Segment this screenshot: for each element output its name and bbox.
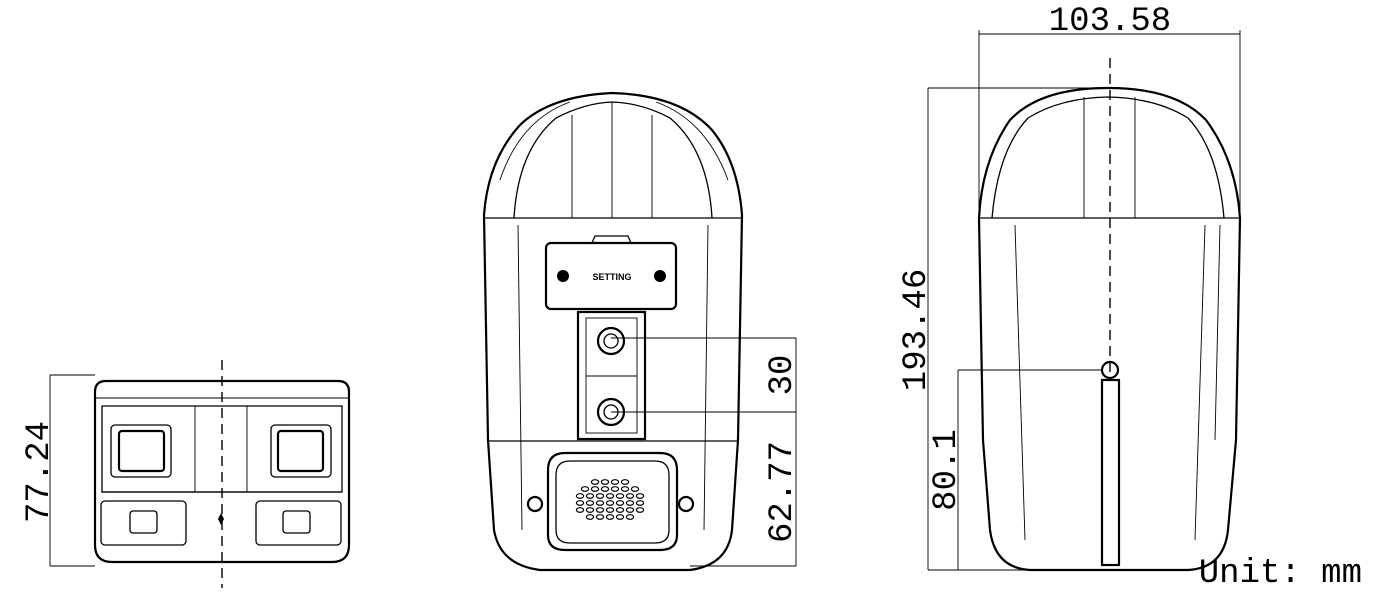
back-side-left (517, 224, 523, 531)
speaker-housing (546, 451, 679, 552)
setting-cover (544, 241, 678, 311)
mount-hole-top (596, 326, 626, 356)
left-light (129, 510, 158, 534)
dim-lower-offset: 62.77 (764, 441, 802, 543)
dim-side-hole-height: 80.1 (928, 429, 966, 511)
speaker-inner (555, 460, 670, 544)
unit-label: Unit: mm (1199, 555, 1362, 593)
setting-label: SETTING (592, 272, 631, 282)
back-hood-arc-right (655, 101, 729, 181)
back-screw-left (526, 495, 544, 513)
left-light-window (100, 500, 187, 546)
side-edge-right (1194, 224, 1206, 541)
back-side-right (703, 224, 709, 531)
side-body-outline (977, 86, 1242, 572)
back-view: SETTING 30 62.77 (482, 91, 802, 572)
dim-height: 193.46 (898, 269, 936, 391)
front-view: 77.24 (21, 360, 351, 588)
front-center-sensor (218, 513, 224, 525)
back-hood-inner (513, 101, 713, 219)
left-lens-inner (117, 429, 166, 473)
side-edge-right-2 (1214, 224, 1221, 441)
back-hood-arc (499, 101, 571, 181)
setting-screw-left-icon (557, 270, 569, 282)
dim-front-height: 77.24 (21, 421, 59, 523)
right-lens-outer (270, 424, 332, 478)
speaker-grille-icon (575, 479, 645, 520)
front-body-outline (93, 379, 351, 564)
back-screw-right (677, 495, 695, 513)
setting-screw-right-icon (654, 270, 666, 282)
side-view: 103.58 193.46 80.1 (898, 3, 1242, 572)
back-body-outline (482, 91, 744, 572)
right-light (282, 510, 311, 534)
mount-hole-top-inner (603, 333, 619, 349)
right-light-window (255, 500, 342, 546)
setting-cover-tab (591, 235, 632, 244)
dim-width: 103.58 (1049, 3, 1171, 41)
side-hood-inner (991, 96, 1225, 219)
side-edge-left (1014, 224, 1026, 541)
dim-mount-hole-spacing: 30 (764, 355, 802, 396)
left-lens-outer (110, 424, 172, 478)
mount-plate-inner (585, 317, 638, 434)
mount-plate (576, 310, 647, 441)
right-lens-inner (276, 429, 325, 473)
side-slot (1100, 378, 1121, 567)
